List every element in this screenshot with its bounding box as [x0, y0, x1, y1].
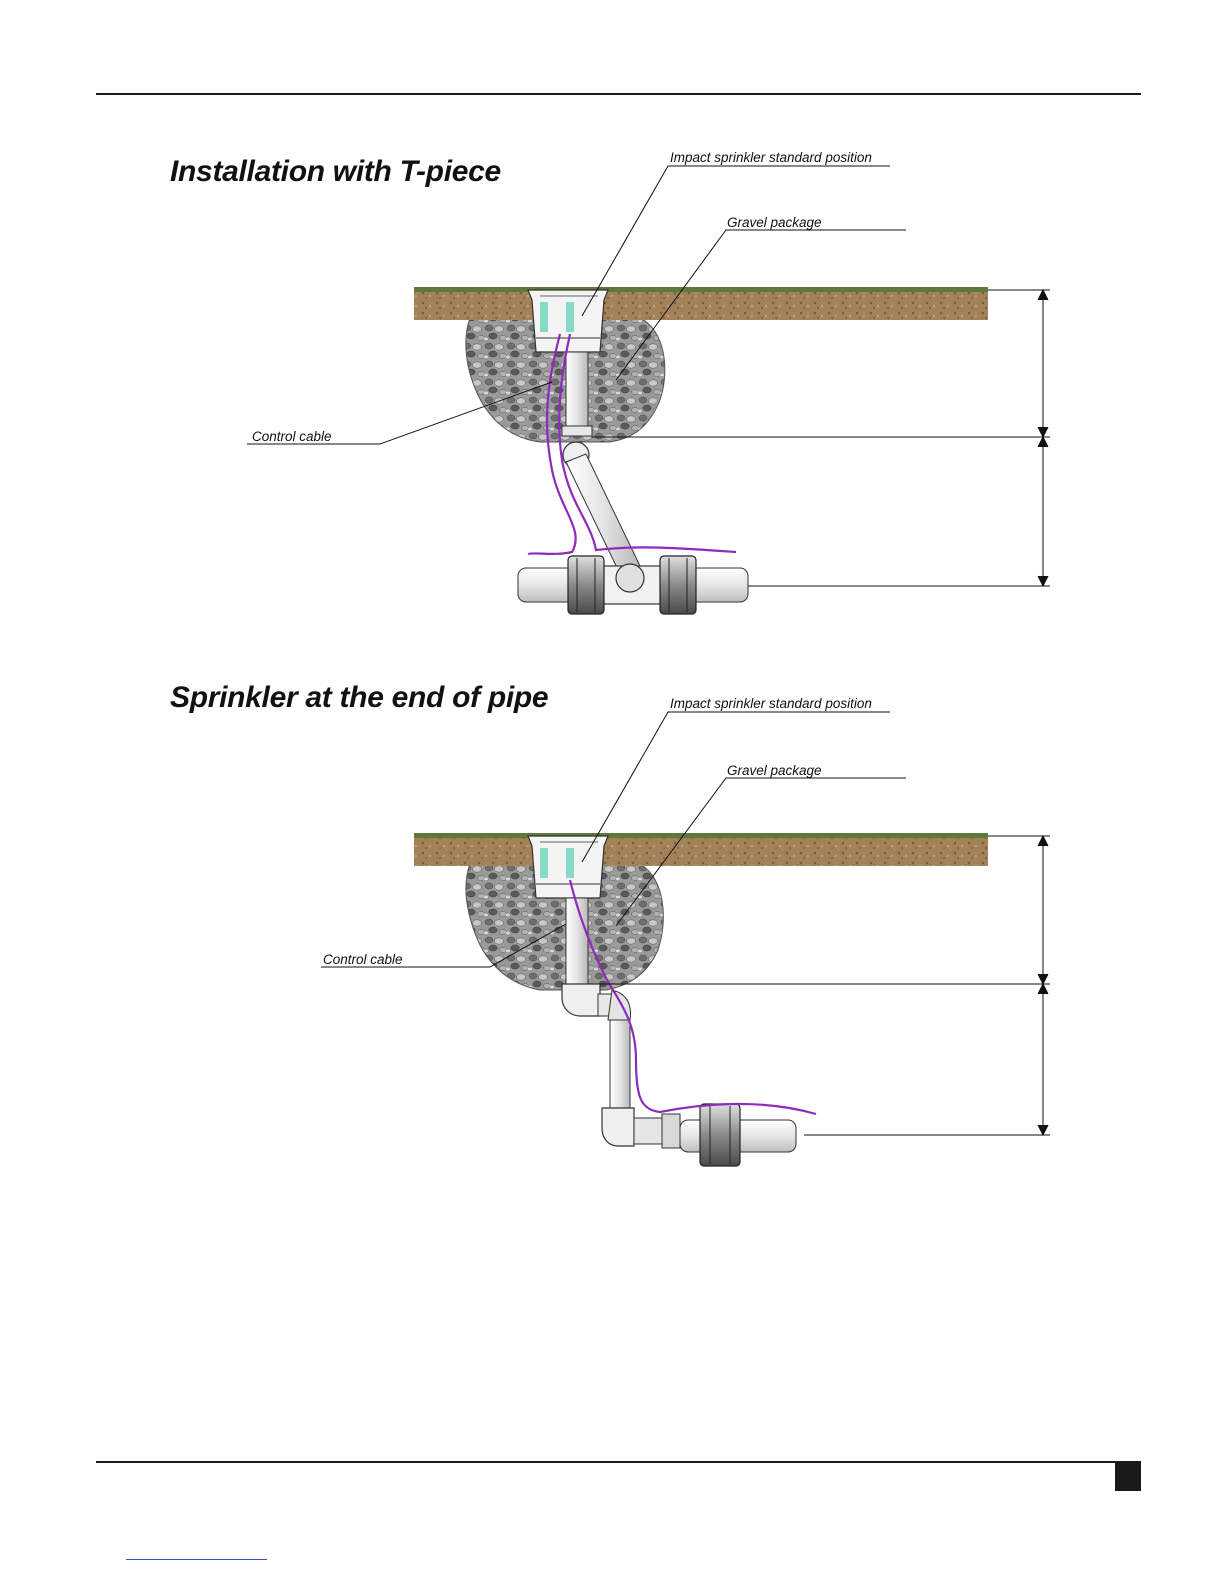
- figure-2-diagram: Impact sprinkler standard position Grave…: [0, 0, 1224, 1200]
- compression-nut: [700, 1104, 740, 1166]
- soil-layer: [414, 836, 988, 866]
- top-elbow: [562, 984, 600, 1016]
- vertical-swing-pipe: [610, 1020, 630, 1108]
- riser-pipe: [566, 898, 588, 984]
- label-gravel-package: Gravel package: [727, 763, 822, 778]
- bottom-elbow: [602, 1108, 634, 1146]
- grass-layer: [414, 833, 988, 838]
- label-control-cable: Control cable: [323, 952, 403, 967]
- footer-link-underline[interactable]: [126, 1559, 267, 1560]
- sprinkler-housing: [528, 836, 608, 898]
- page-number-box: [1115, 1463, 1141, 1491]
- bottom-rule: [96, 1461, 1141, 1463]
- label-impact-sprinkler: Impact sprinkler standard position: [670, 696, 872, 711]
- dimension-lines: [600, 836, 1050, 1135]
